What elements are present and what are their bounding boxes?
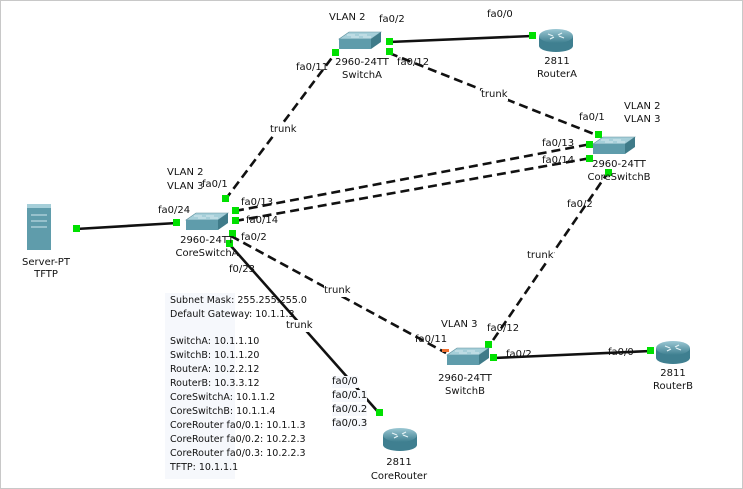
link-status-light-orange [442, 349, 449, 352]
coreswitcha-model: 2960-24TT [180, 235, 234, 246]
routerb-model: 2811 [660, 368, 686, 379]
port-label: fa0/11 [296, 62, 329, 73]
note-line: CoreSwitchB: 10.1.1.4 [170, 406, 276, 417]
corerouter-model: 2811 [386, 457, 412, 468]
port-label: fa0/1 [202, 179, 228, 190]
port-label: fa0/0 [332, 376, 358, 388]
switcha-icon[interactable] [338, 31, 382, 50]
port-label: fa0/2 [506, 349, 532, 360]
coreswitchb-name: CoreSwitchB [587, 172, 651, 183]
port-label: fa0/24 [158, 205, 191, 216]
routerb-name: RouterB [653, 381, 693, 392]
vlan-label: VLAN 3 [167, 181, 204, 192]
corerouter-name: CoreRouter [370, 471, 428, 482]
port-label: fa0/13 [542, 138, 575, 149]
port-label: fa0/13 [241, 197, 274, 208]
trunk-label: trunk [324, 285, 351, 297]
port-label: fa0/2 [241, 232, 267, 243]
link-coreswitcha-coreswitchb-13[interactable] [234, 142, 592, 213]
port-label: fa0/14 [542, 155, 575, 166]
note-line: RouterB: 10.3.3.12 [170, 378, 260, 389]
port-label: fa0/1 [579, 112, 605, 123]
link-switcha-routera[interactable] [388, 34, 533, 44]
server-name: TFTP [34, 269, 58, 280]
switchb-model: 2960-24TT [438, 373, 492, 384]
port-label: fa0/2 [567, 199, 593, 210]
link-server-coreswitcha[interactable] [75, 221, 178, 231]
vlan-label: VLAN 2 [167, 167, 204, 178]
port-label: fa0/12 [397, 57, 430, 68]
note-line: CoreSwitchA: 10.1.1.2 [170, 392, 276, 403]
routerb-icon[interactable] [655, 340, 691, 365]
link-coreswitcha-coreswitchb-14[interactable] [234, 156, 592, 223]
note-line: Default Gateway: 10.1.1.3 [170, 309, 295, 320]
server-model: Server-PT [22, 257, 70, 268]
switcha-name: SwitchA [342, 70, 382, 81]
port-label: fa0/0.2 [332, 404, 368, 416]
port-label: fa0/0.1 [332, 390, 368, 402]
routera-name: RouterA [537, 69, 577, 80]
server-icon[interactable] [27, 204, 51, 250]
vlan-label: VLAN 2 [329, 12, 366, 23]
note-line: CoreRouter fa0/0.1: 10.1.1.3 [170, 420, 306, 431]
trunk-label: trunk [270, 124, 297, 136]
port-label: fa0/0.3 [332, 418, 368, 430]
address-note: Subnet Mask: 255.255.255.0 Default Gatew… [165, 293, 307, 479]
note-line: RouterA: 10.2.2.12 [170, 364, 260, 375]
port-label: fa0/2 [379, 14, 405, 25]
vlan-label: VLAN 3 [624, 114, 661, 125]
note-line: CoreRouter fa0/0.2: 10.2.2.3 [170, 434, 306, 445]
port-label: f0/23 [229, 264, 255, 275]
routera-model: 2811 [544, 56, 570, 67]
corerouter-icon[interactable] [382, 427, 418, 452]
port-label: fa0/14 [246, 215, 279, 226]
port-label: fa0/11 [415, 334, 448, 345]
note-line: Subnet Mask: 255.255.255.0 [170, 295, 307, 306]
switchb-name: SwitchB [445, 386, 485, 397]
coreswitcha-name: CoreSwitchA [175, 248, 239, 259]
trunk-label: trunk [286, 320, 313, 332]
note-line: CoreRouter fa0/0.3: 10.2.2.3 [170, 448, 306, 459]
note-line: TFTP: 10.1.1.1 [170, 462, 239, 473]
link-coreswitcha-switchb[interactable] [230, 234, 447, 355]
trunk-label: trunk [481, 89, 508, 101]
switchb-icon[interactable] [446, 347, 490, 366]
port-label: fa0/0 [608, 347, 634, 358]
note-line: SwitchB: 10.1.1.20 [170, 350, 260, 361]
coreswitchb-model: 2960-24TT [592, 159, 646, 170]
link-status-lights [73, 32, 654, 416]
note-line: SwitchA: 10.1.1.10 [170, 336, 260, 347]
port-label: fa0/12 [487, 323, 520, 334]
port-label: fa0/0 [487, 9, 513, 20]
coreswitchb-icon[interactable] [592, 136, 636, 155]
link-switchb-routerb[interactable] [493, 349, 652, 360]
trunk-label: trunk [527, 250, 554, 262]
vlan-label: VLAN 2 [624, 101, 661, 112]
switcha-model: 2960-24TT [335, 57, 389, 68]
coreswitcha-icon[interactable] [185, 212, 229, 231]
vlan-label: VLAN 3 [441, 319, 478, 330]
routera-icon[interactable] [538, 28, 574, 53]
